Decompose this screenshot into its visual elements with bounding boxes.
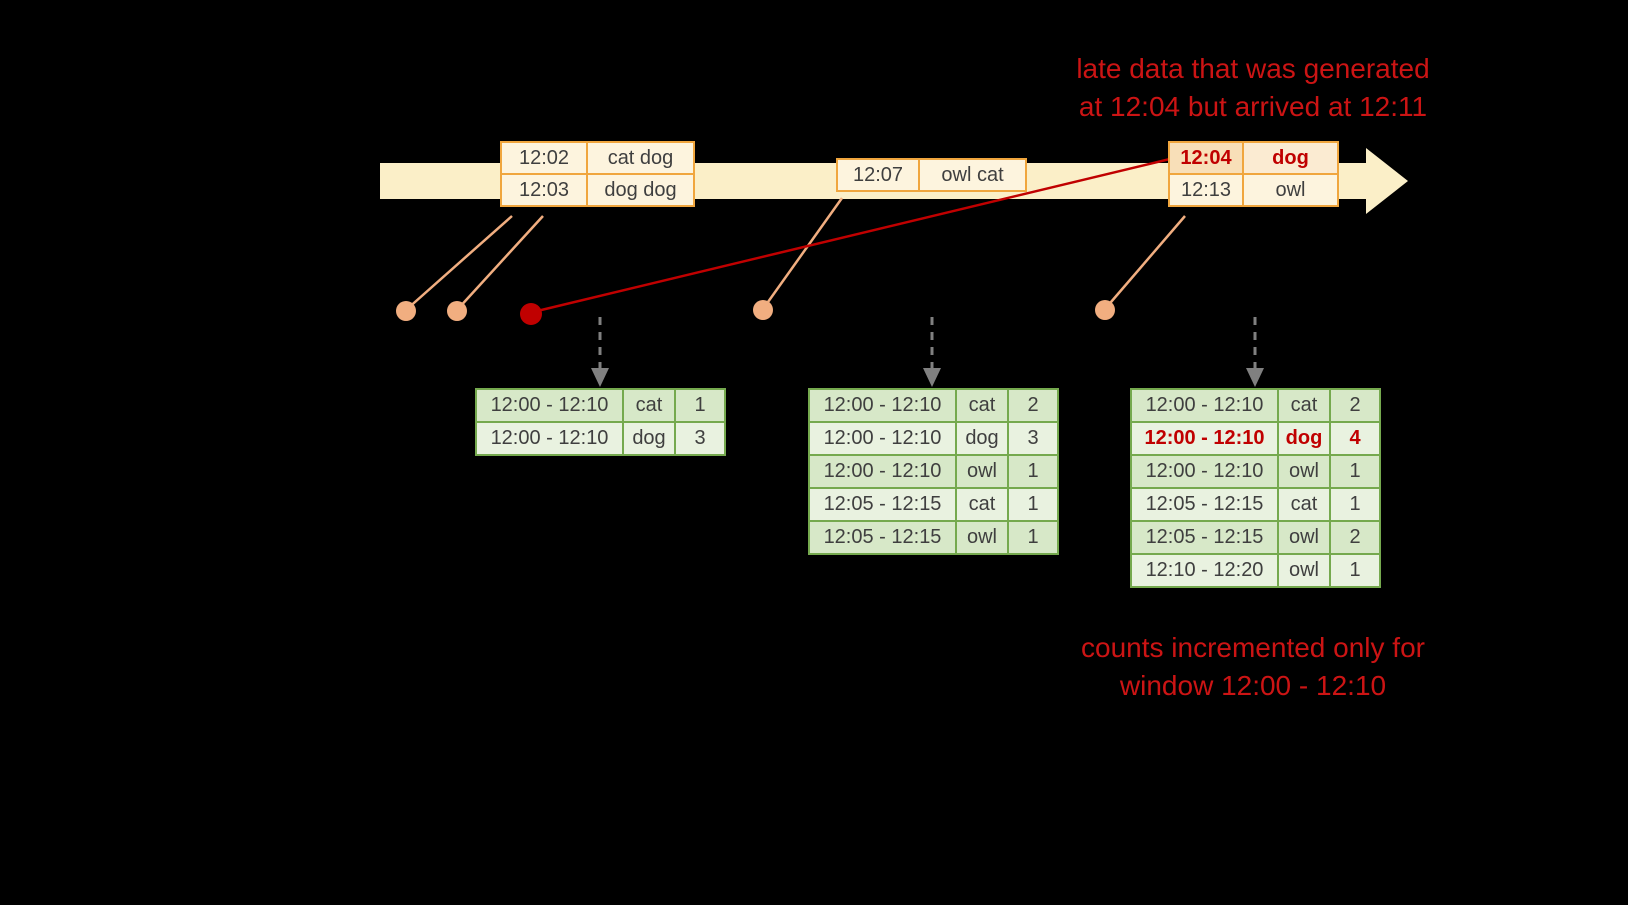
result-table-3: 12:00 - 12:10 cat 2 12:00 - 12:10 dog 4 …	[1130, 388, 1381, 588]
window-cell: 12:05 - 12:15	[808, 520, 957, 555]
count-cell: 1	[1007, 454, 1059, 489]
table-row: 12:10 - 12:20 owl 1	[1130, 553, 1381, 588]
table-row: 12:00 - 12:10 cat 2	[808, 388, 1059, 423]
word-cell: cat	[1277, 487, 1331, 522]
trigger-arrow-2	[923, 317, 941, 387]
count-cell: 3	[1007, 421, 1059, 456]
result-table-2: 12:00 - 12:10 cat 2 12:00 - 12:10 dog 3 …	[808, 388, 1059, 555]
table-row: 12:00 - 12:10 owl 1	[808, 454, 1059, 489]
event-words: dog dog	[586, 173, 695, 207]
event-row-late: 12:04 dog	[1168, 141, 1339, 175]
event-time: 12:07	[836, 158, 920, 192]
late-event-dot	[520, 303, 542, 325]
window-cell: 12:05 - 12:15	[808, 487, 957, 522]
trigger-arrow-3	[1246, 317, 1264, 387]
word-cell: owl	[1277, 520, 1331, 555]
window-cell: 12:00 - 12:10	[1130, 388, 1279, 423]
connector-line-2	[456, 215, 544, 311]
word-cell: cat	[955, 487, 1009, 522]
count-cell: 1	[1329, 487, 1381, 522]
window-cell: 12:00 - 12:10	[808, 421, 957, 456]
counts-annotation: counts incremented only for window 12:00…	[1018, 629, 1488, 705]
count-cell: 2	[1329, 388, 1381, 423]
window-cell: 12:00 - 12:10	[475, 388, 624, 423]
count-cell: 1	[1007, 487, 1059, 522]
event-box-2: 12:07 owl cat	[836, 158, 1027, 192]
event-row: 12:02 cat dog	[500, 141, 695, 175]
event-time: 12:03	[500, 173, 588, 207]
count-cell: 1	[1329, 553, 1381, 588]
connector-line-1	[405, 215, 513, 311]
table-row: 12:05 - 12:15 owl 1	[808, 520, 1059, 555]
count-cell: 1	[1329, 454, 1381, 489]
connector-line-3	[761, 197, 844, 310]
count-cell: 2	[1329, 520, 1381, 555]
window-cell: 12:00 - 12:10	[808, 454, 957, 489]
late-data-connector-line	[532, 157, 1171, 314]
table-row: 12:00 - 12:10 cat 2	[1130, 388, 1381, 423]
word-cell: dog	[622, 421, 676, 456]
window-cell: 12:00 - 12:10	[1130, 421, 1279, 456]
event-dot-2	[447, 301, 467, 321]
word-cell: owl	[955, 520, 1009, 555]
event-words: owl	[1242, 173, 1339, 207]
window-cell: 12:05 - 12:15	[1130, 520, 1279, 555]
event-time: 12:13	[1168, 173, 1244, 207]
table-row: 12:05 - 12:15 cat 1	[1130, 487, 1381, 522]
count-cell: 2	[1007, 388, 1059, 423]
window-cell: 12:00 - 12:10	[808, 388, 957, 423]
table-row-updated: 12:00 - 12:10 dog 4	[1130, 421, 1381, 456]
window-cell: 12:00 - 12:10	[475, 421, 624, 456]
event-time: 12:04	[1168, 141, 1244, 175]
annotation-line-2: at 12:04 but arrived at 12:11	[1078, 91, 1428, 122]
table-row: 12:00 - 12:10 dog 3	[475, 421, 726, 456]
event-box-1: 12:02 cat dog 12:03 dog dog	[500, 141, 695, 207]
annotation-line-1: late data that was generated	[1076, 53, 1430, 84]
event-dot-4	[1095, 300, 1115, 320]
annotation-line-2: window 12:00 - 12:10	[1119, 670, 1387, 701]
count-cell: 4	[1329, 421, 1381, 456]
table-row: 12:05 - 12:15 cat 1	[808, 487, 1059, 522]
event-words: cat dog	[586, 141, 695, 175]
event-words: owl cat	[918, 158, 1027, 192]
event-row: 12:13 owl	[1168, 173, 1339, 207]
window-cell: 12:05 - 12:15	[1130, 487, 1279, 522]
annotation-line-1: counts incremented only for	[1081, 632, 1425, 663]
event-row: 12:03 dog dog	[500, 173, 695, 207]
table-row: 12:00 - 12:10 dog 3	[808, 421, 1059, 456]
window-cell: 12:10 - 12:20	[1130, 553, 1279, 588]
result-table-1: 12:00 - 12:10 cat 1 12:00 - 12:10 dog 3	[475, 388, 726, 456]
count-cell: 3	[674, 421, 726, 456]
word-cell: owl	[1277, 553, 1331, 588]
event-dot-3	[753, 300, 773, 320]
word-cell: cat	[955, 388, 1009, 423]
window-cell: 12:00 - 12:10	[1130, 454, 1279, 489]
table-row: 12:05 - 12:15 owl 2	[1130, 520, 1381, 555]
table-row: 12:00 - 12:10 owl 1	[1130, 454, 1381, 489]
trigger-arrow-1	[591, 317, 609, 387]
word-cell: owl	[1277, 454, 1331, 489]
table-row: 12:00 - 12:10 cat 1	[475, 388, 726, 423]
word-cell: dog	[955, 421, 1009, 456]
word-cell: dog	[1277, 421, 1331, 456]
event-box-3: 12:04 dog 12:13 owl	[1168, 141, 1339, 207]
event-row: 12:07 owl cat	[836, 158, 1027, 192]
count-cell: 1	[674, 388, 726, 423]
connector-line-4	[1104, 215, 1186, 310]
word-cell: cat	[622, 388, 676, 423]
word-cell: cat	[1277, 388, 1331, 423]
count-cell: 1	[1007, 520, 1059, 555]
event-words: dog	[1242, 141, 1339, 175]
word-cell: owl	[955, 454, 1009, 489]
event-time: 12:02	[500, 141, 588, 175]
event-dot-1	[396, 301, 416, 321]
late-data-annotation: late data that was generated at 12:04 bu…	[1018, 50, 1488, 126]
